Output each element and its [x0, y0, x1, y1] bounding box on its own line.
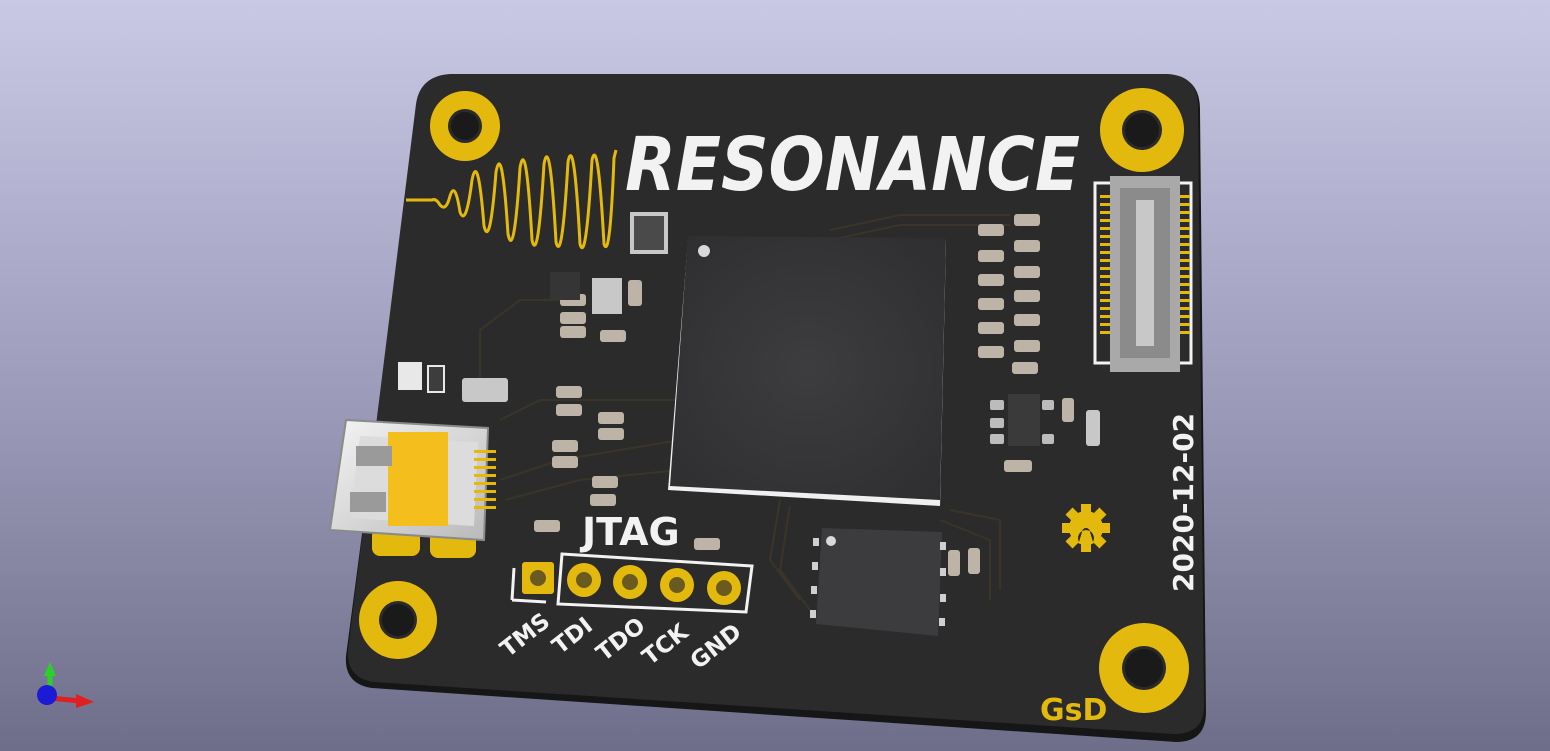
- jtag-title: JTAG: [579, 510, 680, 554]
- board-date-text: 2020-12-02: [1167, 413, 1200, 592]
- mounting-hole-bottom-right: [1099, 623, 1189, 713]
- board-logo-text: RESONANCE: [625, 122, 1080, 208]
- axes-gizmo: [37, 662, 94, 708]
- jtag-header: [510, 552, 754, 614]
- resonance-wave-graphic: [406, 149, 618, 250]
- board-author-text: GsD: [1040, 693, 1107, 728]
- regulator-chip: [990, 394, 1054, 446]
- board-connector: [1093, 176, 1193, 372]
- mounting-hole-top-left: [430, 91, 500, 161]
- mounting-hole-top-right: [1100, 88, 1184, 172]
- mounting-hole-bottom-left: [359, 581, 437, 659]
- open-hardware-gear-icon: [1062, 504, 1110, 552]
- usb-connector: [328, 418, 496, 558]
- passive-components: [398, 212, 1100, 576]
- fpga-chip: [668, 236, 946, 506]
- flash-chip: [810, 528, 946, 636]
- z-axis-dot-icon: [37, 685, 57, 705]
- copper-traces: [479, 214, 1010, 611]
- x-axis-arrowhead-icon: [76, 694, 94, 708]
- y-axis-arrowhead-icon: [44, 662, 56, 676]
